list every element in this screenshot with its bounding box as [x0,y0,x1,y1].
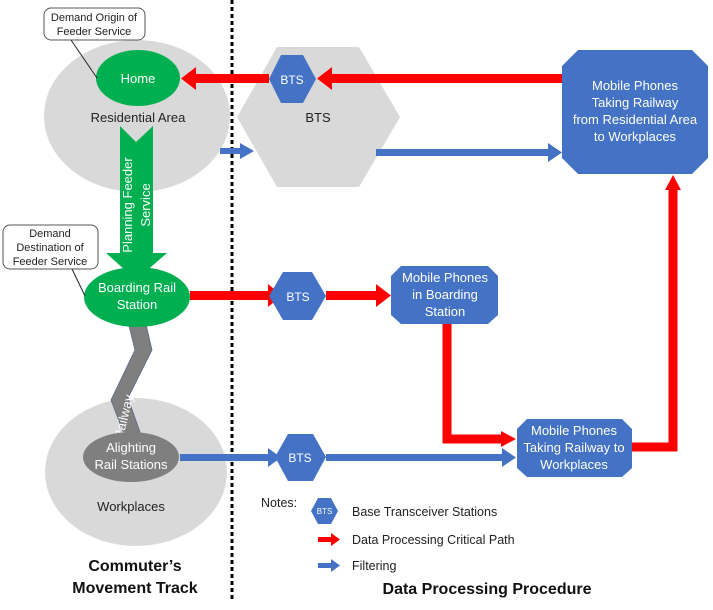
bts-boarding-label: BTS [286,290,309,304]
critical-path-final-to-bts-head [317,67,332,90]
legend-bts-icon [311,498,338,524]
critical-path-taking-to-final [632,190,678,452]
callout-destination-line2: Destination of [16,242,84,254]
bts-alighting-hex [275,434,326,481]
callout-origin-line1: Demand Origin of [51,12,138,24]
legend-blue-arrow-shaft [318,563,332,568]
legend-bts-icon-label: BTS [317,507,333,516]
callout-destination-line3: Feeder Service [13,256,88,268]
bts-alighting-label: BTS [288,451,311,465]
critical-path-final-to-bts [332,74,562,83]
callout-origin-leader [70,39,98,79]
home-node [96,50,180,106]
legend-red-arrow-head [331,533,340,546]
callout-destination-line1: Demand [29,228,71,240]
left-heading-line1: Commuter’s [88,558,181,575]
railway-track [110,319,153,435]
filter-arrow-into-cell-shaft [220,148,240,154]
right-heading: Data Processing Procedure [383,581,592,598]
alighting-line2: Rail Stations [95,457,168,472]
box-final-line2: Taking Railway [592,95,679,110]
box-final-line3: from Residential Area [573,112,698,127]
boarding-station-line2: Station [117,297,157,312]
boarding-station-node [84,267,190,327]
legend-red-arrow-shaft [318,537,332,542]
bts-inner-label: BTS [280,73,303,87]
box-boarding-line2: in Boarding [412,287,478,302]
filter-bts-to-taking [326,454,502,461]
legend-critical-path-label: Data Processing Critical Path [352,533,515,547]
filter-cell-to-final [376,149,548,156]
alighting-line1: Alighting [106,440,156,455]
workplaces-label: Workplaces [97,499,165,514]
box-taking-line1: Mobile Phones [531,423,617,438]
filter-arrow-into-cell-head [240,143,254,159]
box-taking-line2: Taking Railway to [523,440,624,455]
callout-destination-box [2,224,99,270]
box-taking-mobile-phones [517,419,632,477]
left-heading-line2: Movement Track [72,580,197,597]
notes-title: Notes: [261,496,297,510]
alighting-stations-node [83,432,179,482]
box-boarding-line1: Mobile Phones [402,270,488,285]
home-label: Home [121,71,156,86]
critical-path-bts-to-boarding-box-head [376,284,391,307]
critical-path-taking-to-final-head [665,175,681,190]
callout-origin-line2: Feeder Service [57,26,132,38]
box-taking-line3: Workplaces [540,457,608,472]
box-final-mobile-phones [562,50,708,174]
bts-cell-label: BTS [305,110,331,125]
callout-destination-leader [71,268,86,297]
critical-path-bts-to-boarding-box [326,291,376,300]
box-boarding-line3: Station [425,304,465,319]
callout-origin-box [43,7,146,41]
planning-feeder-arrow [106,126,167,280]
legend-filtering-label: Filtering [352,559,397,573]
critical-path-boarding-to-taking-head [501,431,516,447]
planning-label-1: Planning Feeder [120,157,135,253]
planning-label-2: Service [138,183,153,226]
filter-bts-to-taking-head [502,448,516,467]
filter-alighting-to-bts-head [268,448,281,467]
critical-path-bts-to-home [196,74,269,83]
critical-path-boarding-to-bts [190,291,268,300]
critical-path-bts-to-home-head [181,67,196,90]
filter-cell-to-final-head [548,143,562,162]
box-final-line4: to Workplaces [594,129,677,144]
critical-path-boarding-to-taking [442,324,501,444]
box-boarding-mobile-phones [391,266,498,324]
legend-blue-arrow-head [331,559,340,572]
box-final-line1: Mobile Phones [592,78,678,93]
legend-bts-label: Base Transceiver Stations [352,505,497,519]
residential-area-label: Residential Area [91,110,186,125]
bts-inner-hex [269,55,316,103]
filter-alighting-to-bts [180,454,268,461]
boarding-station-line1: Boarding Rail [98,280,176,295]
bts-boarding-hex [269,272,326,320]
